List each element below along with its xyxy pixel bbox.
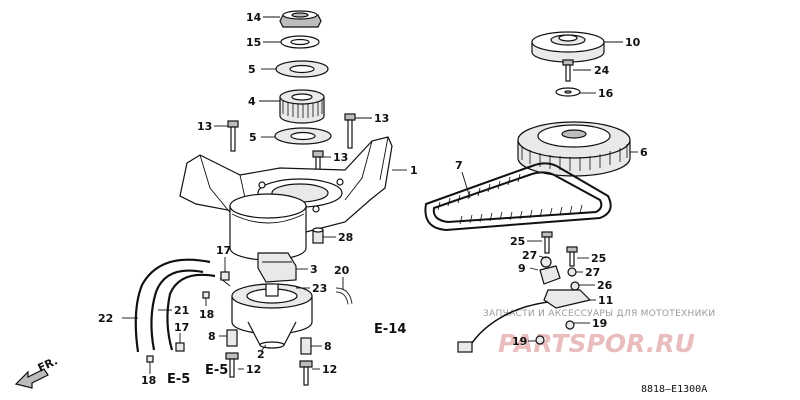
callout-25-left: 25 bbox=[510, 235, 525, 248]
callout-24: 24 bbox=[594, 64, 610, 77]
section-references: E-14 E-5 E-5 bbox=[167, 322, 406, 387]
callout-9: 9 bbox=[518, 262, 526, 275]
part-21-22-hoses bbox=[134, 258, 231, 353]
part-9-11-sensor bbox=[457, 231, 592, 353]
callout-13-center: 13 bbox=[333, 151, 348, 164]
callout-7: 7 bbox=[455, 159, 463, 172]
callout-27-left: 27 bbox=[522, 249, 537, 262]
part-28-cap bbox=[312, 227, 324, 244]
callout-8-right: 8 bbox=[324, 340, 332, 353]
callout-18-upper: 18 bbox=[199, 308, 214, 321]
part-15-washer bbox=[280, 35, 320, 49]
callout-25-right: 25 bbox=[591, 252, 606, 265]
part-16-washer bbox=[555, 87, 581, 97]
callout-1: 1 bbox=[410, 164, 418, 177]
part-2-lower-cover bbox=[231, 283, 313, 349]
leader-lines bbox=[122, 16, 638, 374]
part-1-housing bbox=[179, 136, 393, 261]
part-6-pulley bbox=[517, 121, 631, 177]
callout-12-left: 12 bbox=[246, 363, 261, 376]
callout-16: 16 bbox=[598, 87, 614, 100]
watermark: ЗАПЧАСТИ И АКСЕССУАРЫ ДЛЯ МОТОТЕХНИКИ PA… bbox=[483, 309, 715, 358]
callout-6: 6 bbox=[640, 146, 648, 159]
callout-5-upper: 5 bbox=[248, 63, 256, 76]
part-24-bolt bbox=[562, 59, 574, 82]
callout-3: 3 bbox=[310, 263, 318, 276]
part-7-belt bbox=[424, 162, 612, 232]
callout-17-lower: 17 bbox=[174, 321, 189, 334]
front-direction-arrow: FR. bbox=[14, 354, 60, 389]
callout-13-left: 13 bbox=[197, 120, 212, 133]
watermark-caption: ЗАПЧАСТИ И АКСЕССУАРЫ ДЛЯ МОТОТЕХНИКИ bbox=[483, 309, 715, 319]
part-5-washer-lower bbox=[274, 127, 332, 145]
callout-19-right: 19 bbox=[592, 317, 607, 330]
ref-e5-center: E-5 bbox=[205, 363, 228, 378]
callout-15: 15 bbox=[246, 36, 261, 49]
callout-26: 26 bbox=[597, 279, 613, 292]
callout-11: 11 bbox=[598, 294, 613, 307]
callout-8-left: 8 bbox=[208, 330, 216, 343]
callout-5-lower: 5 bbox=[249, 131, 257, 144]
callouts: 14 15 5 4 5 13 13 13 1 28 17 3 20 23 22 … bbox=[98, 11, 648, 387]
front-label: FR. bbox=[36, 354, 60, 374]
callout-4: 4 bbox=[248, 95, 256, 108]
callout-23: 23 bbox=[312, 282, 327, 295]
ref-e14: E-14 bbox=[374, 322, 406, 337]
part-10-pulley-cap bbox=[531, 31, 605, 63]
part-14-nut bbox=[279, 10, 322, 28]
ref-e5-left: E-5 bbox=[167, 372, 190, 387]
callout-10: 10 bbox=[625, 36, 641, 49]
callout-14: 14 bbox=[246, 11, 262, 24]
watermark-brand: PARTSPOR.RU bbox=[498, 329, 695, 358]
callout-27-right: 27 bbox=[585, 266, 600, 279]
callout-21: 21 bbox=[174, 304, 189, 317]
part-8-12-fasteners bbox=[225, 329, 313, 386]
part-20-elbow bbox=[335, 287, 353, 305]
callout-2: 2 bbox=[257, 348, 265, 361]
callout-20: 20 bbox=[334, 264, 350, 277]
diagram-code: 8818—E1300A bbox=[641, 384, 707, 395]
callout-28: 28 bbox=[338, 231, 353, 244]
callout-12-right: 12 bbox=[322, 363, 337, 376]
part-4-gear bbox=[279, 89, 325, 124]
part-3-bracket bbox=[257, 252, 297, 283]
callout-19-left: 19 bbox=[512, 335, 527, 348]
callout-22: 22 bbox=[98, 312, 113, 325]
callout-18-lower: 18 bbox=[141, 374, 156, 387]
front-arrow-icon bbox=[14, 368, 49, 389]
callout-17-upper: 17 bbox=[216, 244, 231, 257]
part-13-bolts bbox=[227, 113, 356, 180]
part-5-washer-upper bbox=[275, 60, 329, 78]
callout-13-right: 13 bbox=[374, 112, 389, 125]
